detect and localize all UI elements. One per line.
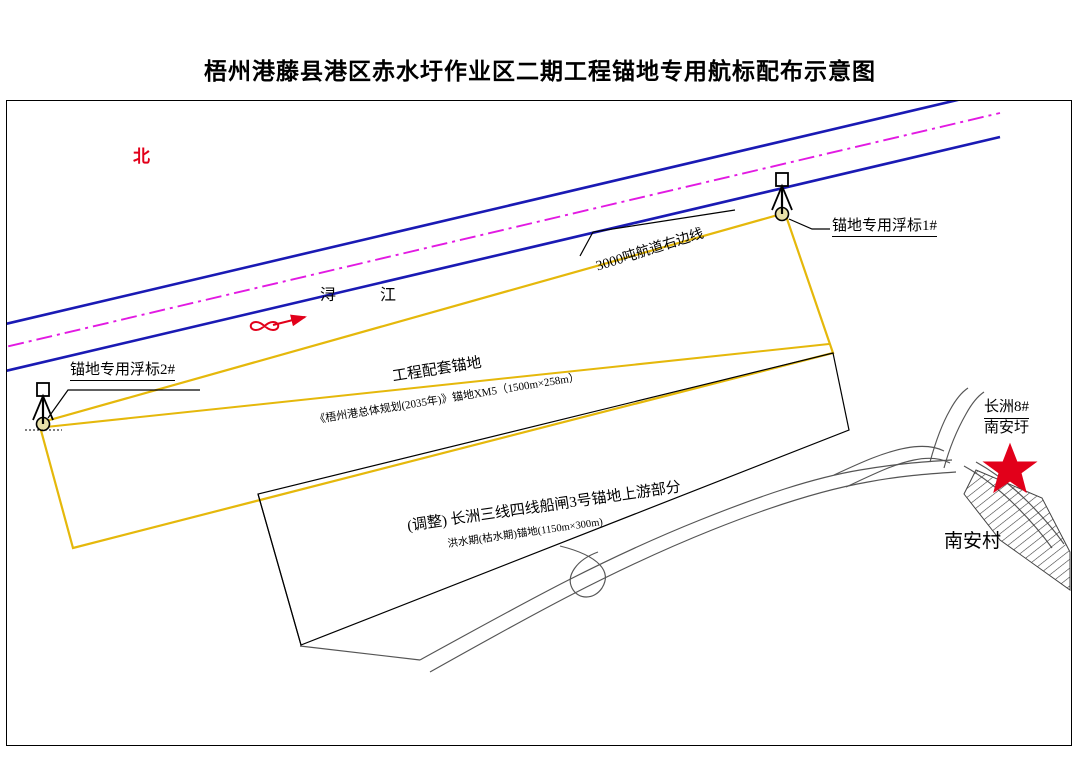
river-name-label: 浔 江 <box>320 287 411 304</box>
channel-center-line <box>7 112 1001 348</box>
star-marker-icon <box>982 442 1038 494</box>
anchorage-primary-divider <box>45 343 830 428</box>
village-label: 南安村 <box>944 531 1002 552</box>
buoy-2-label: 锚地专用浮标2# <box>70 362 176 381</box>
river-flow-arrow-icon <box>249 314 307 332</box>
buoy-marker-2-icon <box>25 382 62 432</box>
page-title: 梧州港藤县港区赤水圩作业区二期工程锚地专用航标配布示意图 <box>204 59 876 84</box>
anchorage-bank-connector <box>257 493 302 646</box>
star-landmark-label-line1: 长洲8# <box>984 398 1030 419</box>
embankment-hatching <box>963 469 1071 591</box>
channel-right-edge-line <box>7 135 1001 372</box>
anchorage-primary-outline <box>37 211 835 550</box>
buoy-1-label: 锚地专用浮标1# <box>832 218 938 237</box>
navigation-channel-lines <box>7 101 1001 372</box>
star-landmark-label-line2: 南安圩 <box>984 419 1030 436</box>
channel-label-leader <box>579 209 736 257</box>
channel-left-edge-line <box>7 101 959 325</box>
buoy-marker-1-icon <box>771 172 793 222</box>
diagram-frame <box>6 100 1072 746</box>
buoy1-label-leader <box>788 218 830 230</box>
compass-north-label: 北 <box>133 147 150 166</box>
star-landmark-label: 长洲8# 南安圩 <box>984 398 1030 438</box>
buoy2-label-leader <box>47 389 200 419</box>
